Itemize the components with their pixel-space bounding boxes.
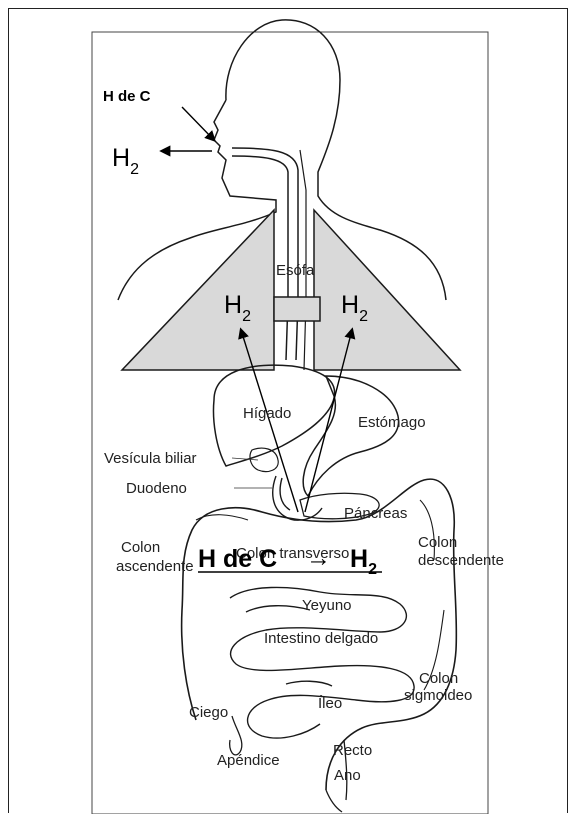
- label-vesicula: Vesícula biliar: [104, 450, 197, 467]
- appendix[interactable]: [230, 716, 242, 755]
- label-reaction-h-de-c: H de C: [198, 545, 277, 573]
- bronchus-bridge: [274, 297, 320, 321]
- label-h2-right-h: H: [341, 291, 359, 319]
- label-duodeno: Duodeno: [126, 480, 187, 497]
- label-reaction-arrow: →: [306, 544, 331, 572]
- label-colon-ascendente-1: Colon: [121, 539, 160, 556]
- label-colon-sigmoideo-2: sigmoideo: [404, 687, 472, 704]
- label-h2-mouth: H2: [112, 144, 139, 178]
- left-lung[interactable]: [122, 210, 274, 370]
- label-yeyuno: Yeyuno: [302, 597, 352, 614]
- label-esofago: Esófa: [276, 262, 315, 279]
- label-colon-descendente-1: Colon: [418, 534, 457, 551]
- label-h2-mouth-h: H: [112, 144, 130, 172]
- label-apendice: Apéndice: [217, 752, 280, 769]
- label-ano: Ano: [334, 767, 361, 784]
- label-h-de-c-mouth: H de C: [103, 88, 151, 105]
- stomach[interactable]: [303, 376, 398, 496]
- duodenum[interactable]: [273, 476, 322, 520]
- label-ciego: Ciego: [189, 704, 228, 721]
- label-ileo: Íleo: [318, 695, 342, 712]
- label-recto: Recto: [333, 742, 372, 759]
- label-h2-left-sub: 2: [242, 308, 251, 325]
- label-h2-mouth-sub: 2: [130, 161, 139, 178]
- trachea: [300, 150, 306, 370]
- label-pancreas: Páncreas: [344, 505, 407, 522]
- label-reaction-h2-h: H: [350, 545, 368, 573]
- label-h2-right-sub: 2: [359, 308, 368, 325]
- label-colon-sigmoideo-1: Colon: [419, 670, 458, 687]
- label-colon-ascendente-2: ascendente: [116, 558, 194, 575]
- label-colon-descendente-2: descendente: [418, 552, 504, 569]
- arrow-h-de-c-pointer: [182, 107, 214, 140]
- label-h2-left-h: H: [224, 291, 242, 319]
- label-higado: Hígado: [243, 405, 291, 422]
- label-reaction-h2-sub: 2: [368, 561, 377, 578]
- body-outline: [118, 20, 446, 300]
- right-lung[interactable]: [314, 210, 460, 370]
- label-estomago: Estómago: [358, 414, 426, 431]
- label-intestino-delgado: Intestino delgado: [264, 630, 378, 647]
- label-reaction-h2: H2: [350, 545, 377, 578]
